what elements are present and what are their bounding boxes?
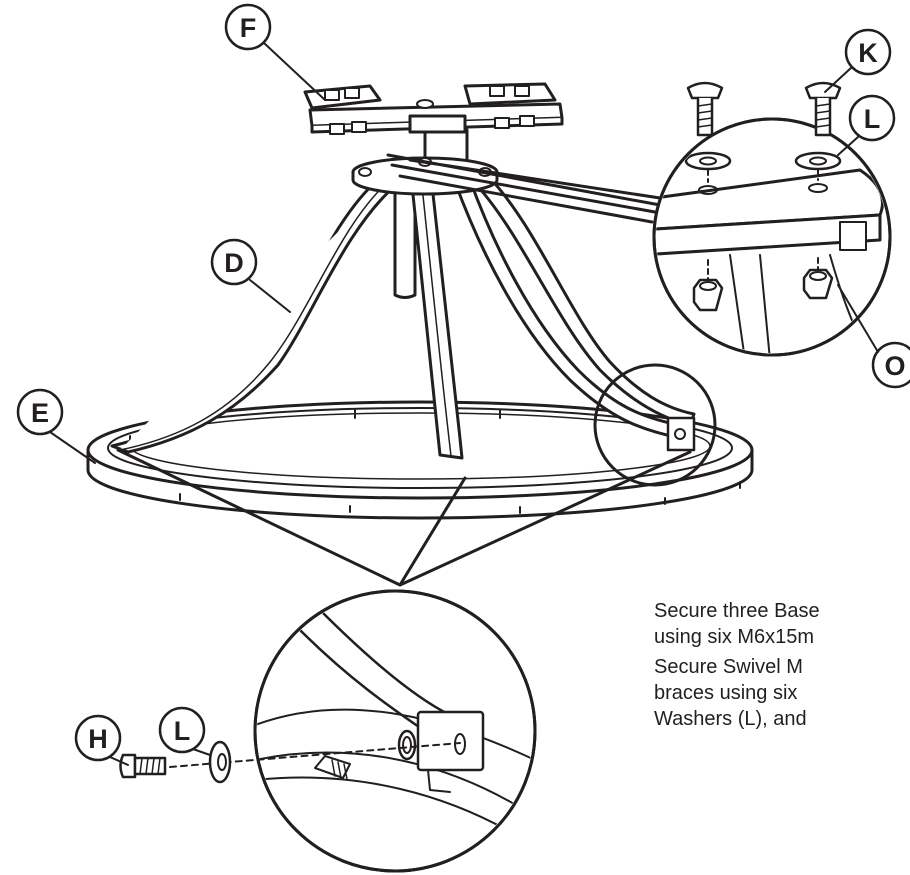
label-f: F — [240, 13, 257, 43]
instruction-line: Secure Swivel M — [654, 656, 803, 678]
label-o: O — [884, 351, 905, 381]
instruction-line: Secure three Base — [654, 600, 820, 622]
swivel-mechanism — [303, 82, 564, 135]
label-d: D — [224, 248, 244, 278]
instruction-line: using six M6x15m — [654, 626, 815, 648]
instruction-line: braces using six — [654, 682, 798, 704]
zoom-circle-bottom — [119, 589, 537, 873]
zoom-leader-lines — [116, 448, 692, 587]
instruction-step-2: Secure Swivel M braces using six Washers… — [654, 654, 910, 732]
label-h: H — [88, 724, 108, 754]
label-l-bottom: L — [174, 716, 191, 746]
zoom-circle-top — [386, 81, 892, 357]
base-ring — [86, 400, 754, 520]
label-k: K — [858, 38, 878, 68]
callout-leaders — [49, 42, 879, 766]
zoom-source-circle — [593, 363, 717, 487]
base-braces — [110, 174, 696, 460]
label-e: E — [31, 398, 49, 428]
label-l-top: L — [864, 104, 881, 134]
callout-circles — [16, 3, 910, 762]
instruction-step-1: Secure three Base using six M6x15m — [654, 598, 910, 650]
instruction-line: Washers (L), and — [654, 708, 807, 730]
